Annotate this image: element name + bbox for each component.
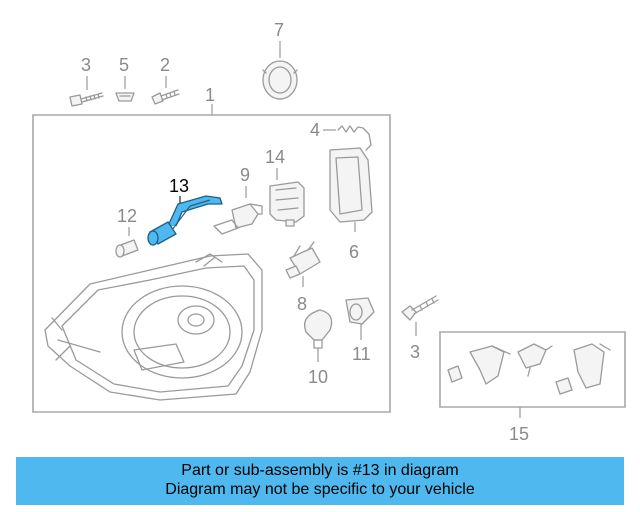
info-banner: Part or sub-assembly is #13 in diagram D… <box>16 457 624 505</box>
callout-13[interactable]: 13 <box>169 176 189 196</box>
callout-3-right[interactable]: 3 <box>410 342 420 362</box>
callout-10[interactable]: 10 <box>308 367 328 387</box>
assembly-box-1 <box>32 114 391 413</box>
cover-part-6 <box>329 147 373 223</box>
headlamp-housing <box>44 253 263 401</box>
bulb-part-10 <box>303 309 333 349</box>
callout-7[interactable]: 7 <box>274 20 284 40</box>
seal-ring-part-7 <box>262 60 298 100</box>
bolt-part-3 <box>69 92 104 107</box>
assembly-box-15 <box>439 331 626 408</box>
callout-9[interactable]: 9 <box>240 165 250 185</box>
callout-2[interactable]: 2 <box>160 55 170 75</box>
wire-part-4 <box>337 125 372 151</box>
callout-11[interactable]: 11 <box>352 344 371 364</box>
bulb-part-8 <box>285 241 321 279</box>
screw-part-3-right <box>401 295 439 321</box>
callout-5[interactable]: 5 <box>119 55 129 75</box>
banner-line-2: Diagram may not be specific to your vehi… <box>165 481 475 498</box>
callout-12[interactable]: 12 <box>117 206 137 226</box>
callout-8[interactable]: 8 <box>297 294 307 314</box>
hardware-kit-part-15 <box>447 343 611 395</box>
callout-3-top[interactable]: 3 <box>81 55 91 75</box>
screw-part-2 <box>151 89 180 105</box>
callout-14[interactable]: 14 <box>265 147 285 167</box>
callout-4[interactable]: 4 <box>310 120 320 140</box>
bulb-part-9 <box>213 203 263 235</box>
callout-6[interactable]: 6 <box>349 242 359 262</box>
parts-diagram: 3 5 2 7 1 4 6 14 9 <box>32 20 626 444</box>
callout-1[interactable]: 1 <box>205 85 215 105</box>
clip-nut-part-5 <box>115 92 135 102</box>
banner-line-1: Part or sub-assembly is #13 in diagram <box>181 462 459 479</box>
socket-harness-part-13[interactable] <box>147 195 223 246</box>
bulb-part-12 <box>115 239 139 258</box>
callout-15[interactable]: 15 <box>509 424 529 444</box>
socket-part-11 <box>345 297 375 325</box>
bulb-part-14 <box>269 181 305 227</box>
